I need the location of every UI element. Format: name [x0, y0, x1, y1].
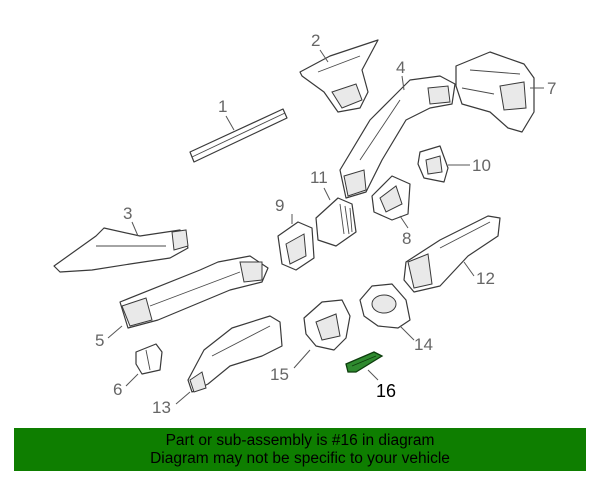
part-5-long-duct — [119, 255, 269, 329]
part-15-bracket — [303, 299, 351, 351]
callout-5: 5 — [95, 331, 104, 350]
callout-13: 13 — [152, 398, 171, 417]
banner-line-1: Part or sub-assembly is #16 in diagram — [165, 431, 435, 449]
part-2-duct-bracket — [299, 39, 379, 113]
callout-12: 12 — [476, 269, 495, 288]
part-1-strip — [189, 108, 288, 163]
part-13-lower-duct — [187, 315, 283, 393]
part-3-left-duct — [53, 227, 189, 273]
leader-lines — [107, 49, 544, 405]
part-7-housing — [455, 51, 535, 133]
callout-labels: 1 2 3 4 5 6 7 8 9 10 11 12 13 14 15 16 — [95, 31, 556, 417]
part-11-grille — [315, 197, 357, 247]
part-8-vent-block — [371, 175, 411, 221]
callout-8: 8 — [402, 229, 411, 248]
part-14-round-vent — [359, 283, 411, 329]
part-10-vent — [417, 145, 449, 183]
callout-10: 10 — [472, 156, 491, 175]
part-info-banner: Part or sub-assembly is #16 in diagram D… — [14, 428, 586, 471]
callout-4: 4 — [396, 58, 405, 77]
callout-7: 7 — [547, 79, 556, 98]
part-9-vent — [277, 221, 315, 271]
callout-6: 6 — [113, 380, 122, 399]
callout-2: 2 — [311, 31, 320, 50]
part-4-main-duct — [339, 75, 456, 199]
callout-14: 14 — [414, 335, 433, 354]
callout-11: 11 — [310, 168, 328, 187]
parts-exploded-diagram: 1 2 3 4 5 6 7 8 9 10 11 12 13 14 15 16 — [53, 31, 556, 417]
part-6-clip — [135, 343, 163, 375]
callout-3: 3 — [123, 204, 132, 223]
part-16-seal-strip — [345, 351, 384, 373]
callout-15: 15 — [270, 365, 289, 384]
part-12-right-duct — [403, 215, 501, 293]
callout-1: 1 — [218, 97, 227, 116]
callout-16: 16 — [376, 381, 396, 401]
banner-line-2: Diagram may not be specific to your vehi… — [150, 449, 450, 467]
callout-9: 9 — [275, 196, 284, 215]
